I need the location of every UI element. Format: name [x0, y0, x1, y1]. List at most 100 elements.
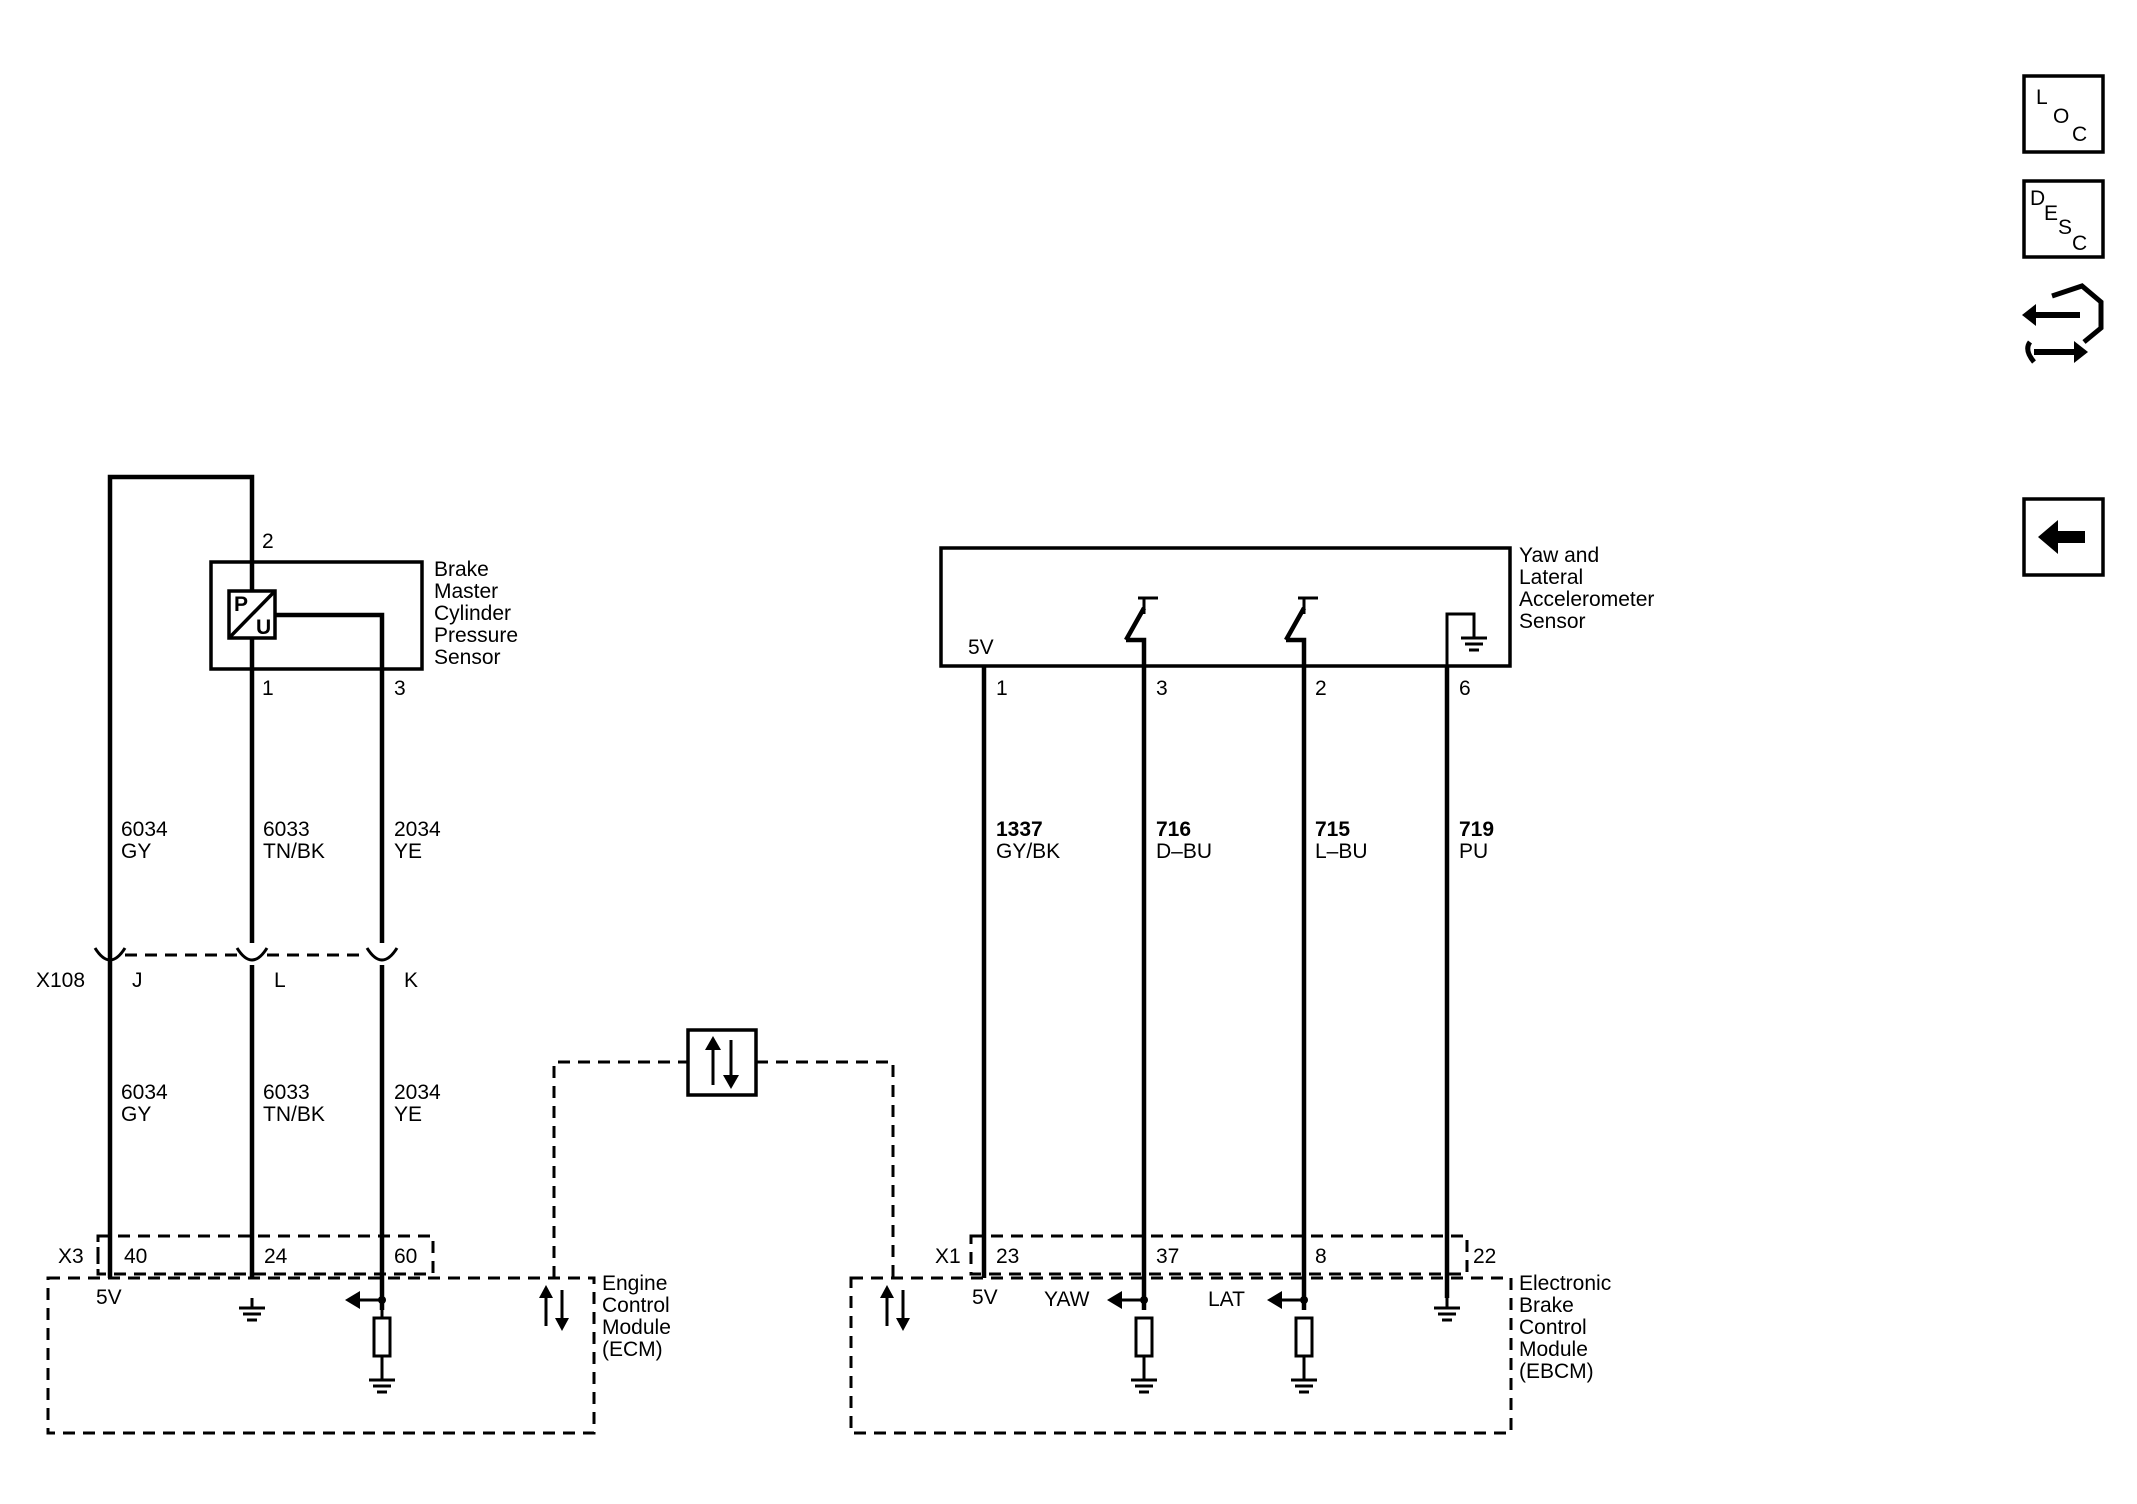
brake-lower-circuit-labels: 6034 GY 6033 TN/BK 2034 YE — [121, 1081, 441, 1126]
ebcm-pin-22: 22 — [1473, 1245, 1496, 1268]
ebcm-lat-input: LAT — [1208, 1288, 1319, 1394]
x108-pin-j: J — [132, 969, 143, 992]
ecm-low-ref-ground-icon — [237, 1296, 267, 1322]
sensor-symbol-p: P — [234, 593, 248, 616]
yaw-sensor-wires — [981, 637, 1450, 1310]
x108-label: X108 — [36, 969, 85, 992]
ecm-pin-24: 24 — [264, 1245, 288, 1268]
circuit-6033-upper-num: 6033 — [263, 818, 310, 841]
brake-sensor-pin-3: 3 — [394, 677, 406, 700]
circuit-2034-upper-color: YE — [394, 840, 422, 863]
circuit-6033-lower-num: 6033 — [263, 1081, 310, 1104]
circuit-6034-upper-color: GY — [121, 840, 151, 863]
svg-text:Control: Control — [1519, 1316, 1587, 1339]
ebcm-yaw-input: YAW — [1044, 1288, 1159, 1394]
left-arrow-icon — [2038, 520, 2085, 554]
brake-sensor-wires — [107, 474, 385, 1310]
svg-text:Sensor: Sensor — [434, 646, 501, 669]
desc-button[interactable]: D E S C — [2022, 179, 2105, 259]
svg-text:Pressure: Pressure — [434, 624, 518, 647]
yaw-sensor-pin-2: 2 — [1315, 677, 1327, 700]
svg-text:Control: Control — [602, 1294, 670, 1317]
svg-text:Yaw and: Yaw and — [1519, 544, 1599, 567]
brake-sensor-name: Brake Master Cylinder Pressure Sensor — [434, 558, 518, 669]
ebcm-pin-8: 8 — [1315, 1245, 1327, 1268]
ecm-signal-input — [345, 1291, 397, 1394]
sensor-symbol-u: U — [256, 616, 271, 639]
x108-pin-l: L — [274, 969, 286, 992]
svg-text:(EBCM): (EBCM) — [1519, 1360, 1594, 1383]
loc-button[interactable]: L O C — [2022, 74, 2105, 154]
yaw-sensor-pin-6: 6 — [1459, 677, 1471, 700]
yaw-sensor-internal-ground-icon — [1459, 626, 1489, 652]
electronic-brake-control-module: X1 23 37 8 22 5V YAW LAT — [849, 1234, 1611, 1435]
ebcm-name: Electronic Brake Control Module (EBCM) — [1519, 1272, 1611, 1383]
circuit-1337-num: 1337 — [996, 818, 1043, 841]
svg-text:Electronic: Electronic — [1519, 1272, 1611, 1295]
brake-upper-circuit-labels: 6034 GY 6033 TN/BK 2034 YE — [121, 818, 441, 863]
ebcm-pin-37: 37 — [1156, 1245, 1179, 1268]
svg-text:Cylinder: Cylinder — [434, 602, 511, 625]
svg-text:Lateral: Lateral — [1519, 566, 1583, 589]
circuit-1337-color: GY/BK — [996, 840, 1060, 863]
circuit-6034-upper-num: 6034 — [121, 818, 168, 841]
svg-text:Module: Module — [1519, 1338, 1588, 1361]
inline-connector-x108: X108 J L K — [36, 947, 418, 992]
yaw-circuit-labels: 1337 GY/BK 716 D–BU 715 L–BU 719 PU — [996, 818, 1494, 863]
yaw-sensor-name: Yaw and Lateral Accelerometer Sensor — [1519, 544, 1654, 633]
ecm-name: Engine Control Module (ECM) — [602, 1272, 671, 1361]
serial-data-symbol-icon — [686, 1028, 758, 1097]
loc-letter-c: C — [2072, 123, 2087, 146]
circuit-6034-lower-color: GY — [121, 1103, 151, 1126]
ecm-pullup-ground-icon — [367, 1368, 397, 1394]
desc-letter-s: S — [2058, 216, 2072, 239]
ecm-connector-label: X3 — [58, 1245, 84, 1268]
svg-text:Module: Module — [602, 1316, 671, 1339]
svg-text:Accelerometer: Accelerometer — [1519, 588, 1654, 611]
svg-text:Brake: Brake — [1519, 1294, 1574, 1317]
circuit-2034-upper-num: 2034 — [394, 818, 441, 841]
circuit-2034-lower-num: 2034 — [394, 1081, 441, 1104]
loc-letter-l: L — [2036, 86, 2048, 109]
yaw-lateral-accelerometer-sensor: 5V Yaw and Lateral Accelerometer Sensor … — [939, 544, 1654, 700]
svg-text:(ECM): (ECM) — [602, 1338, 663, 1361]
circuit-2034-lower-color: YE — [394, 1103, 422, 1126]
desc-letter-c: C — [2072, 232, 2087, 255]
yaw-sensor-pin-3: 3 — [1156, 677, 1168, 700]
svg-text:Sensor: Sensor — [1519, 610, 1586, 633]
back-button[interactable] — [2022, 497, 2105, 577]
brake-sensor-pin-2: 2 — [262, 530, 274, 553]
brake-sensor-pin-1: 1 — [262, 677, 274, 700]
desc-letter-d: D — [2030, 187, 2045, 210]
ebcm-5v-label: 5V — [972, 1286, 998, 1309]
ebcm-serial-data-icon — [880, 1285, 910, 1331]
circuit-715-color: L–BU — [1315, 840, 1368, 863]
ebcm-lat-ground-icon — [1289, 1368, 1319, 1394]
x108-pin-k: K — [404, 969, 418, 992]
svg-text:Brake: Brake — [434, 558, 489, 581]
ecm-5v-label: 5V — [96, 1286, 122, 1309]
circuit-716-num: 716 — [1156, 818, 1191, 841]
circuit-719-color: PU — [1459, 840, 1488, 863]
ebcm-pin-23: 23 — [996, 1245, 1019, 1268]
ecm-pin-40: 40 — [124, 1245, 147, 1268]
loc-letter-o: O — [2053, 105, 2069, 128]
yaw-sensor-pin-1: 1 — [996, 677, 1008, 700]
lateral-signal-switch-icon — [1284, 596, 1318, 642]
ebcm-lat-label: LAT — [1208, 1288, 1245, 1311]
ecm-serial-data-icon — [539, 1285, 569, 1331]
yaw-sensor-5v-label: 5V — [968, 636, 994, 659]
circuit-6034-lower-num: 6034 — [121, 1081, 168, 1104]
connector-end-view-icon[interactable] — [2022, 283, 2104, 364]
ecm-pin-60: 60 — [394, 1245, 417, 1268]
ebcm-yaw-ground-icon — [1129, 1368, 1159, 1394]
ebcm-low-ref-ground-icon — [1432, 1296, 1462, 1322]
serial-data-link — [552, 1028, 895, 1278]
desc-letter-e: E — [2044, 202, 2058, 225]
svg-text:Master: Master — [434, 580, 498, 603]
circuit-719-num: 719 — [1459, 818, 1494, 841]
ebcm-yaw-label: YAW — [1044, 1288, 1090, 1311]
circuit-716-color: D–BU — [1156, 840, 1212, 863]
engine-control-module: X3 40 24 60 5V Engine Control Module (EC… — [46, 1234, 671, 1435]
svg-text:Engine: Engine — [602, 1272, 667, 1295]
